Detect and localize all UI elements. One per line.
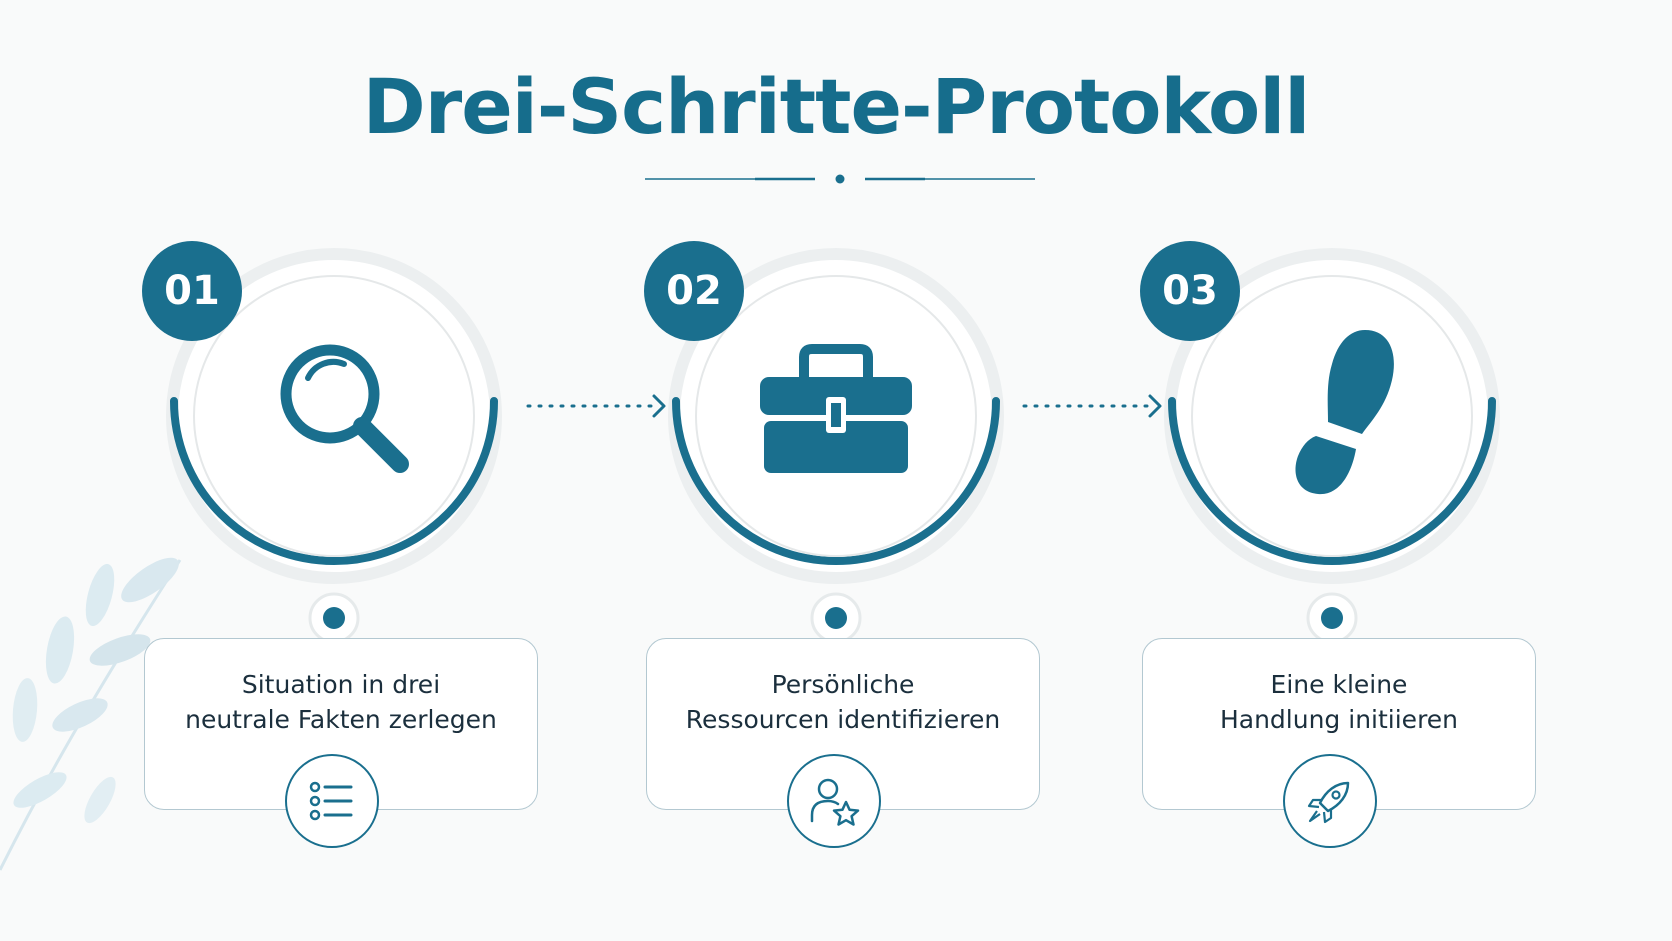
step-label-line2: Handlung initiieren [1219,705,1459,734]
step-small-badge [285,754,379,848]
step-number-badge: 01 [142,241,242,341]
step-small-badge [1283,754,1377,848]
arrow-step2-to-step3 [1022,394,1162,418]
step-small-badge [787,754,881,848]
leaf-decoration [0,557,182,871]
page-title: Drei-Schritte-Protokoll [362,62,1311,151]
arrow-step1-to-step2 [526,394,666,418]
step-label-line2: neutrale Fakten zerlegen [185,705,497,734]
step-1: 01 Situation in drei neutrale Fakten zer… [132,236,572,876]
title-divider [645,174,1035,184]
list-icon [309,781,353,821]
step-2: 02 Persönliche Ressourcen identifizieren [634,236,1074,876]
step-connector [308,592,360,690]
step-3: 03 Eine kleine Handlung initiieren [1130,236,1570,876]
step-label-line2: Ressourcen identifizieren [685,705,1001,734]
step-number-badge: 03 [1140,241,1240,341]
footprint-icon [1295,330,1394,495]
magnifier-icon [280,344,409,473]
toolbox-icon [760,344,912,473]
step-number-badge: 02 [644,241,744,341]
step-circle [166,248,502,584]
person-star-icon [810,778,860,826]
rocket-icon [1307,781,1350,824]
step-label-line1: Persönliche [771,670,915,699]
step-label-line1: Eine kleine [1270,670,1408,699]
step-connector [810,592,862,690]
step-label-line1: Situation in drei [241,670,441,699]
